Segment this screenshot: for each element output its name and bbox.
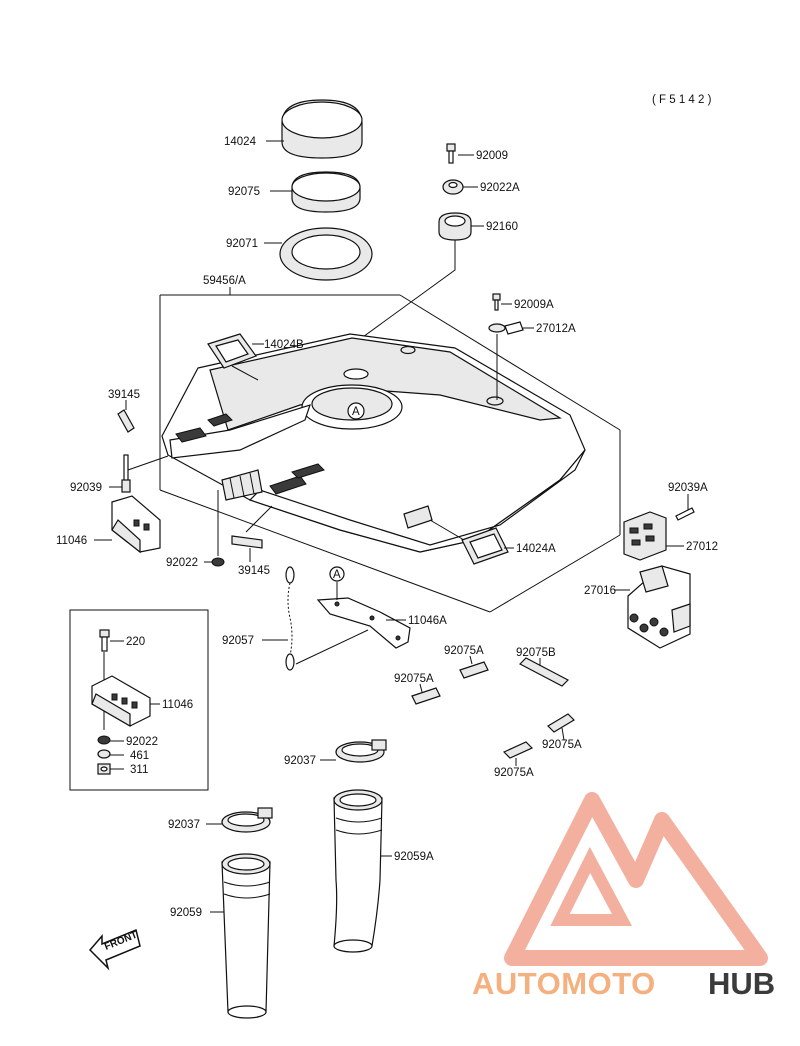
label-39145-mid: 39145 bbox=[238, 565, 270, 577]
label-92075A-1: 92075A bbox=[444, 645, 484, 657]
part-39145-pin-mid bbox=[231, 535, 263, 549]
part-92022-washer bbox=[211, 557, 225, 567]
label-311: 311 bbox=[130, 764, 148, 776]
part-92009A-bolt bbox=[492, 293, 501, 311]
front-arrow-icon: FRONT bbox=[88, 928, 141, 971]
cover-side-slot bbox=[403, 505, 433, 529]
part-14024A-grommet bbox=[461, 527, 509, 565]
inset-box bbox=[69, 609, 209, 791]
label-461: 461 bbox=[130, 750, 149, 762]
watermark-text-automoto: AUTOMOTO bbox=[472, 966, 656, 1001]
part-92075A-pad-2 bbox=[411, 687, 441, 705]
watermark-text-hub: HUB bbox=[708, 966, 775, 1001]
part-92022A-washer bbox=[442, 179, 464, 195]
label-11046A: 11046A bbox=[408, 615, 447, 627]
part-92059A-hose bbox=[333, 789, 383, 953]
part-14024-cap bbox=[281, 99, 363, 159]
label-27012: 27012 bbox=[686, 541, 718, 553]
label-92075A-3: 92075A bbox=[542, 739, 582, 751]
label-27012A: 27012A bbox=[536, 323, 576, 335]
automotohub-logo bbox=[504, 792, 768, 966]
label-14024A: 14024A bbox=[516, 543, 556, 555]
part-27016-latch-base bbox=[627, 565, 691, 649]
label-92075: 92075 bbox=[228, 186, 260, 198]
label-92075B: 92075B bbox=[516, 647, 556, 659]
label-92022-mid: 92022 bbox=[166, 557, 198, 569]
label-11046-top: 11046 bbox=[56, 535, 87, 547]
part-92057-cord bbox=[285, 566, 295, 671]
label-92160: 92160 bbox=[486, 221, 518, 233]
part-92039A-pin bbox=[675, 507, 695, 521]
part-92075B-pad bbox=[518, 657, 570, 687]
ref-mark-a-cover bbox=[347, 402, 365, 420]
label-92022A: 92022A bbox=[480, 182, 520, 194]
label-92075A-2: 92075A bbox=[394, 673, 434, 685]
label-39145-top: 39145 bbox=[108, 389, 140, 401]
part-27012-latch bbox=[623, 511, 667, 561]
part-11046-bracket-top bbox=[111, 495, 161, 554]
label-14024B: 14024B bbox=[264, 339, 304, 351]
part-92039-pin bbox=[121, 454, 131, 493]
label-92039A: 92039A bbox=[668, 482, 708, 494]
ref-mark-a-plate-text: A bbox=[333, 569, 341, 581]
ref-mark-a-cover-text: A bbox=[352, 406, 360, 418]
part-92059-hose bbox=[221, 853, 271, 1019]
part-92075-cap bbox=[291, 171, 361, 213]
label-59456A: 59456/A bbox=[203, 275, 246, 287]
part-92160-grommet bbox=[438, 212, 472, 241]
part-461-washer bbox=[97, 749, 111, 759]
part-92075A-pad-4 bbox=[502, 741, 534, 759]
part-92037-clamp-lower bbox=[221, 807, 273, 833]
part-92071-ring bbox=[279, 227, 373, 281]
part-92075A-pad-1 bbox=[459, 661, 489, 679]
label-92009: 92009 bbox=[476, 150, 508, 162]
part-220-bolt bbox=[99, 629, 110, 652]
label-92059: 92059 bbox=[170, 907, 202, 919]
part-27012A-clip bbox=[488, 321, 524, 335]
part-92037-clamp-upper bbox=[335, 739, 387, 763]
label-92037-a: 92037 bbox=[284, 755, 316, 767]
label-92057: 92057 bbox=[222, 635, 254, 647]
part-92009-bolt bbox=[446, 143, 456, 164]
label-92075A-4: 92075A bbox=[494, 767, 534, 779]
label-220: 220 bbox=[126, 636, 145, 648]
ref-mark-a-plate bbox=[329, 566, 345, 582]
sheet-code: ( F 5 1 4 2 ) bbox=[652, 94, 712, 106]
part-11046-bracket-inset bbox=[91, 675, 151, 728]
part-311-nut bbox=[97, 763, 111, 775]
label-92037-b: 92037 bbox=[168, 819, 200, 831]
label-92022-inset: 92022 bbox=[126, 736, 158, 748]
label-27016: 27016 bbox=[584, 585, 616, 597]
part-39145-pin-top bbox=[117, 409, 135, 433]
part-92075A-pad-3 bbox=[547, 713, 575, 733]
label-92009A: 92009A bbox=[514, 299, 554, 311]
label-11046-inset: 11046 bbox=[162, 699, 193, 711]
label-92059A: 92059A bbox=[394, 851, 434, 863]
label-92071: 92071 bbox=[226, 238, 258, 250]
label-14024: 14024 bbox=[224, 136, 257, 148]
label-92039: 92039 bbox=[70, 482, 102, 494]
part-11046A-plate bbox=[316, 597, 411, 649]
part-14024B-grommet bbox=[207, 333, 257, 369]
part-92022-washer-inset bbox=[97, 735, 111, 745]
